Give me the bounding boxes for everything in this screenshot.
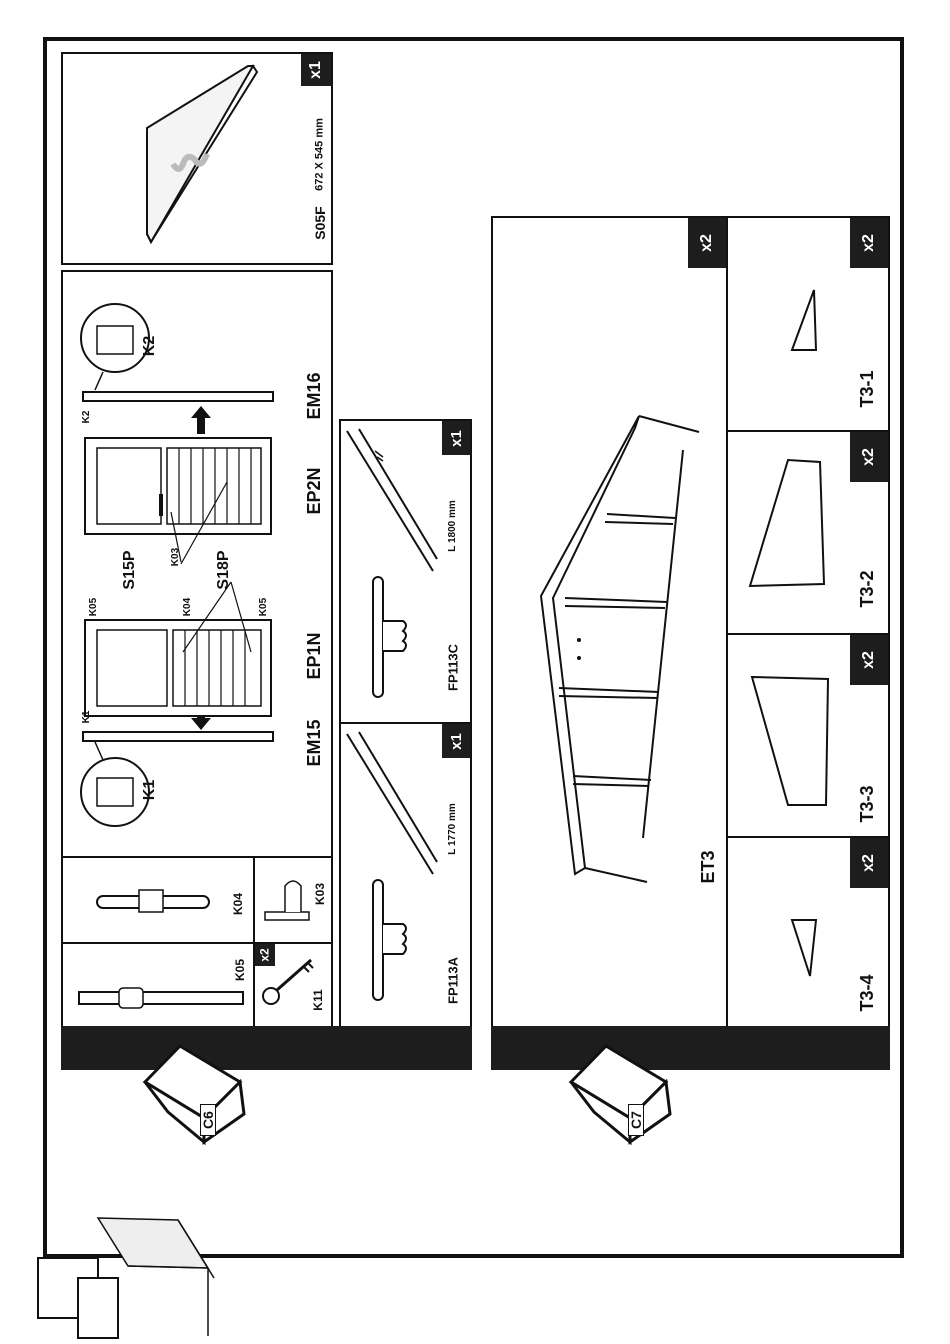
crate-c7-label: C7	[628, 1104, 644, 1136]
panel-s05f-box: x1 S05F 672 X 545 mm	[61, 52, 333, 265]
crate-c6-bar	[61, 1026, 472, 1070]
crate-c6-label: C6	[200, 1104, 216, 1136]
triangle-t3-4-qty: x2	[850, 838, 888, 888]
gable-et3-qty: x2	[688, 218, 726, 268]
panel-s05f-qty: x1	[301, 54, 331, 86]
part-k05-drawing	[63, 944, 255, 1028]
callout-k05-right: K05	[259, 594, 269, 620]
triangle-t3-2-qty: x2	[850, 432, 888, 482]
label-em16: EM16	[305, 371, 323, 421]
part-k11-qty: x2	[255, 944, 275, 966]
triangle-t3-4-box: x2 T3-4	[726, 836, 890, 1028]
callout-k2-detail: K2	[142, 331, 158, 361]
triangle-t3-3-box: x2 T3-3	[726, 633, 890, 838]
label-s15p: S15P	[122, 545, 138, 595]
profile-fp113c-qty: x1	[442, 421, 470, 455]
profile-fp113c-code: FP113C	[447, 638, 460, 698]
callout-k03: K03	[171, 544, 181, 570]
crate-c7-bar	[491, 1026, 890, 1070]
doors-box: EM16 EP2N EP1N EM15 S15P S18P K2 K1 K2 K…	[61, 270, 333, 858]
callout-k1-detail: K1	[142, 775, 158, 805]
callout-k05-left: K05	[89, 594, 99, 620]
gable-et3-drawing	[493, 218, 728, 1028]
triangle-t3-1-box: x2 T3-1	[726, 216, 890, 432]
profile-fp113a-box: x1 FP113A L 1770 mm	[339, 722, 472, 1028]
panel-s05f-drawing	[63, 54, 333, 265]
part-k11-label: K11	[312, 985, 324, 1015]
part-k04-box: K04	[61, 856, 255, 944]
panel-s05f-dimension: 672 X 545 mm	[315, 105, 326, 205]
label-ep2n: EP2N	[305, 466, 323, 516]
profile-fp113a-length: L 1770 mm	[448, 799, 458, 859]
part-k05-box: K05	[61, 942, 255, 1028]
part-k04-drawing	[63, 858, 255, 944]
crate-c7-icon	[566, 1042, 686, 1152]
callout-k2-small: K2	[82, 407, 92, 427]
label-s18p: S18P	[216, 545, 232, 595]
callout-k04: K04	[183, 594, 193, 620]
triangle-t3-3-qty: x2	[850, 635, 888, 685]
triangle-t3-1-qty: x2	[850, 218, 888, 268]
callout-k1-small: K1	[82, 707, 92, 727]
profile-fp113c-box: x1 FP113C L 1800 mm	[339, 419, 472, 724]
gable-et3-box: x2 ET3	[491, 216, 728, 1028]
doors-drawing	[63, 272, 333, 858]
label-em15: EM15	[305, 718, 323, 768]
gable-et3-code: ET3	[699, 842, 717, 892]
triangle-t3-4-code: T3-4	[858, 968, 876, 1018]
part-k03-box: K03	[253, 856, 333, 944]
profile-fp113c-length: L 1800 mm	[448, 496, 458, 556]
greenhouse-thumbnail-icon	[18, 1218, 218, 1338]
part-k11-box: x2 K11	[253, 942, 333, 1028]
label-ep1n: EP1N	[305, 631, 323, 681]
part-k05-label: K05	[234, 955, 246, 985]
part-k03-label: K03	[314, 879, 326, 909]
part-k04-label: K04	[232, 889, 244, 919]
triangle-t3-2-code: T3-2	[858, 564, 876, 614]
triangle-t3-1-code: T3-1	[858, 364, 876, 414]
profile-fp113a-qty: x1	[442, 724, 470, 758]
panel-s05f-code: S05F	[313, 200, 327, 246]
profile-fp113a-code: FP113A	[447, 951, 460, 1011]
triangle-t3-3-code: T3-3	[858, 779, 876, 829]
triangle-t3-2-box: x2 T3-2	[726, 430, 890, 635]
